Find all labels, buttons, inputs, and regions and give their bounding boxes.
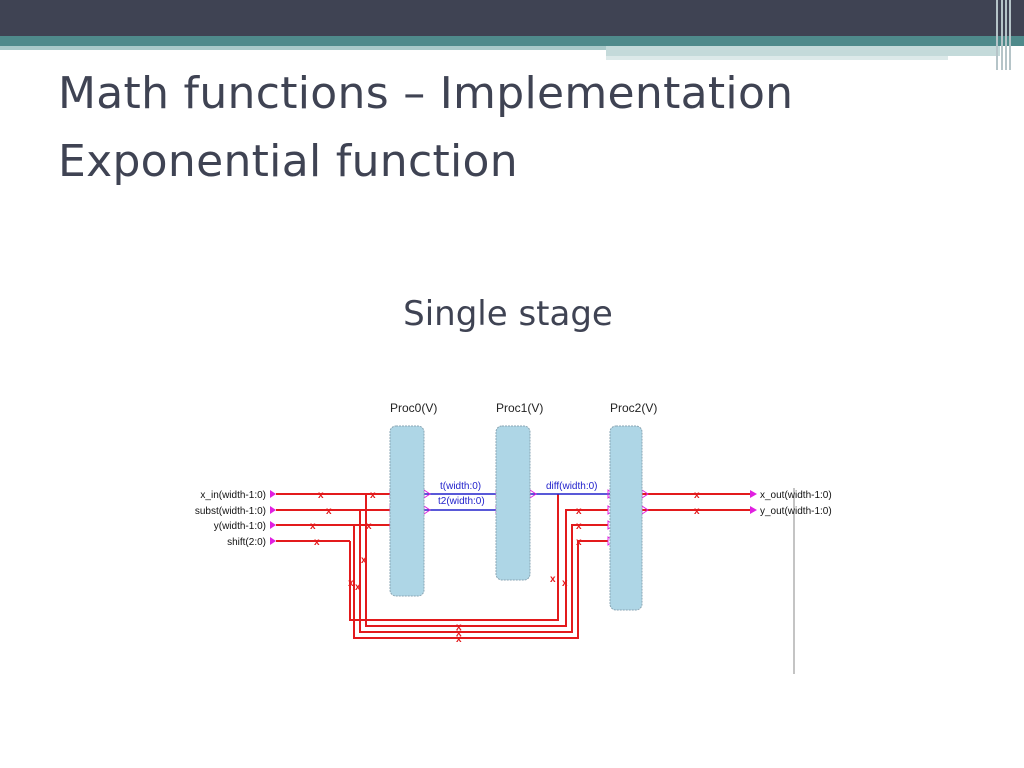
svg-text:x: x <box>456 628 462 639</box>
accent-stripe <box>606 56 948 60</box>
title-line-2: Exponential function <box>58 136 518 187</box>
svg-text:x: x <box>456 634 462 645</box>
accent-band <box>0 36 1024 46</box>
svg-text:x: x <box>361 555 367 566</box>
svg-text:x: x <box>366 521 372 532</box>
proc2-label: Proc2(V) <box>610 401 657 415</box>
input-label: x_in(width-1:0) <box>200 490 266 501</box>
output-labels: x_out(width-1:0) y_out(width-1:0) <box>760 490 832 517</box>
svg-text:x: x <box>694 490 700 501</box>
svg-text:x: x <box>348 578 354 589</box>
svg-text:x: x <box>562 578 568 589</box>
signal-labels: t(width:0) t2(width:0) diff(width:0) <box>438 481 598 507</box>
header-band <box>0 0 1024 36</box>
svg-text:x: x <box>576 537 582 548</box>
svg-text:x: x <box>318 490 324 501</box>
output-label: y_out(width-1:0) <box>760 506 832 517</box>
input-label: subst(width-1:0) <box>195 506 266 517</box>
port-arrows <box>270 490 757 545</box>
svg-text:x: x <box>355 582 361 593</box>
proc0-label: Proc0(V) <box>390 401 437 415</box>
svg-text:x: x <box>456 622 462 633</box>
accent-stripe <box>0 46 606 50</box>
block-labels: Proc0(V) Proc1(V) Proc2(V) <box>390 401 657 415</box>
output-label: x_out(width-1:0) <box>760 490 832 501</box>
svg-text:x: x <box>576 521 582 532</box>
accent-stripe <box>606 46 1000 56</box>
svg-text:x: x <box>694 506 700 517</box>
svg-text:x: x <box>326 506 332 517</box>
title-line-1: Math functions – Implementation <box>58 68 794 119</box>
svg-text:x: x <box>314 537 320 548</box>
corner-decoration <box>994 0 1024 70</box>
svg-text:x: x <box>576 506 582 517</box>
blocks <box>389 425 643 611</box>
slide-title: Math functions – Implementation Exponent… <box>58 60 793 196</box>
input-label: shift(2:0) <box>227 537 266 548</box>
svg-text:x: x <box>370 490 376 501</box>
signal-t-label: t(width:0) <box>440 481 481 492</box>
signal-diff-label: diff(width:0) <box>546 481 598 492</box>
proc0-block <box>389 425 425 597</box>
proc1-block <box>495 425 531 581</box>
svg-text:x: x <box>550 574 556 585</box>
wires <box>276 493 750 639</box>
svg-text:x: x <box>310 521 316 532</box>
input-label: y(width-1:0) <box>214 521 266 532</box>
signal-t2-label: t2(width:0) <box>438 496 485 507</box>
proc1-label: Proc1(V) <box>496 401 543 415</box>
proc2-block <box>609 425 643 611</box>
input-labels: x_in(width-1:0) subst(width-1:0) y(width… <box>195 490 266 548</box>
slide-subtitle: Single stage <box>403 294 613 334</box>
